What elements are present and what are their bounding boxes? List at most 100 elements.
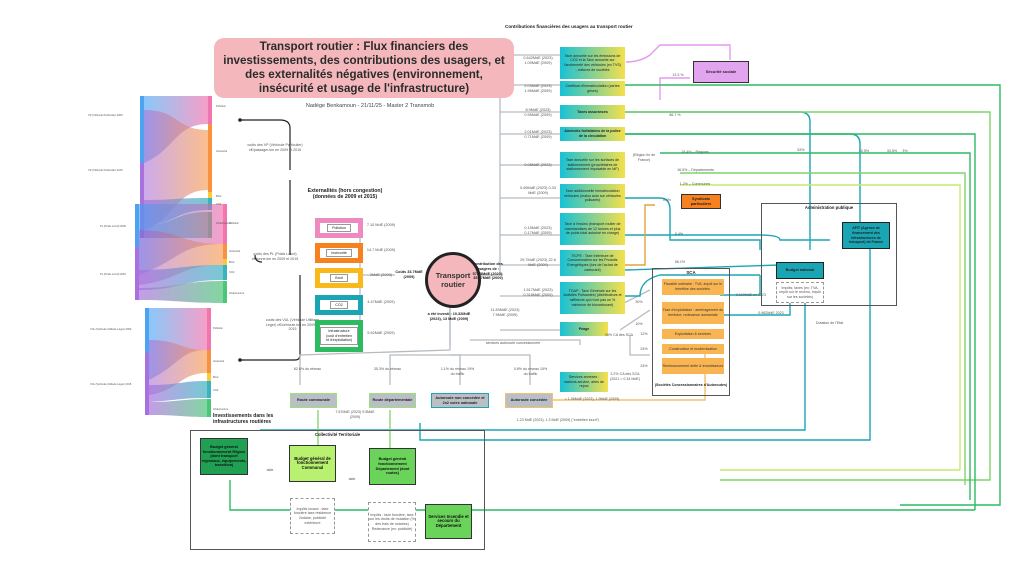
sca-container: SCA (Sociétés Concessionnaires d'Autorou… bbox=[652, 268, 730, 396]
pl-note: coûts des PL (Poids Lourd) c€/tonne.km e… bbox=[251, 252, 299, 261]
sankey-vul bbox=[145, 308, 211, 417]
budget-national[interactable]: Budget national bbox=[776, 262, 824, 279]
share-departements: 16.5% – Départements bbox=[677, 168, 714, 172]
collectivite-title: Collectivité Territoriale bbox=[314, 432, 361, 437]
contrib-peage[interactable]: Péage bbox=[560, 322, 608, 336]
sca-pct-construction: 24% bbox=[640, 347, 648, 351]
contrib-amount-immat: 2.03MdE (2023) 1.96MdE (2009) bbox=[524, 84, 552, 93]
sankey-vp-target-co2: CO2 bbox=[216, 203, 222, 206]
sdis[interactable]: Services Incendie et secours du Départem… bbox=[425, 504, 472, 539]
share-communes: 1.2% – Communes bbox=[679, 182, 711, 186]
dotation-etat: Dotation de l'Etat bbox=[815, 321, 844, 325]
sca-fiscalite[interactable]: Fiscalité ordinaire : TVA, impôt sur le … bbox=[662, 279, 724, 295]
contrib-amendes[interactable]: Amendes forfaitaires de la police de la … bbox=[560, 127, 625, 141]
budget-departement[interactable]: Budget général fonctionnement Départemen… bbox=[369, 448, 416, 485]
sankey-pl bbox=[135, 204, 227, 303]
share-335: 33.5% bbox=[886, 149, 898, 153]
contrib-taxe-co2[interactable]: Taxe annuelle sur les émissions de CO2 e… bbox=[560, 47, 625, 79]
infrastructure-value: 5.52MdE (2009) bbox=[367, 331, 395, 335]
vul-note: coûts des VUL (Véhicule Utilitaire Léger… bbox=[265, 318, 320, 332]
contrib-ticpe[interactable]: TICPE : Taxe Intérieure de Consommation … bbox=[560, 250, 625, 276]
invest-heading: Investissements dans les infrastructures… bbox=[213, 413, 274, 426]
afit-flow: 1.23 MdE (2023), 1.3 MdE (2009) ("entret… bbox=[516, 418, 600, 422]
share-communale: 62.6% du réseau bbox=[293, 367, 322, 371]
syndicats-particuliers[interactable]: Syndicats particuliers bbox=[681, 194, 721, 209]
admin-title: Administration publique bbox=[804, 205, 854, 210]
afit-france[interactable]: AFIT (Agence de financement des infrastr… bbox=[842, 222, 890, 249]
sankey-pl-target-insecurite: Insécurité bbox=[229, 250, 241, 253]
sankey-pl-target-bruit: Bruit bbox=[229, 261, 235, 264]
sankey-vul-source-2009: VUL (Véhicule Utilitaire Léger) 2009 bbox=[90, 328, 132, 331]
sca-construction[interactable]: Construction et modernisation bbox=[662, 344, 724, 354]
externality-co2[interactable]: CO2 bbox=[315, 295, 363, 315]
admin-taxes: Impôts, taxes (ex: TVA, impôt sur le rev… bbox=[776, 282, 824, 303]
contributions-heading: Contributions financières des usagers au… bbox=[505, 24, 633, 29]
securite-sociale[interactable]: Sécurité sociale bbox=[693, 61, 749, 83]
contrib-amount-co2: 0.642MdE (2023) 1.09MdE (2009) bbox=[523, 56, 553, 65]
sca-footer: (Sociétés Concessionnaires d'Autoroutes) bbox=[654, 383, 728, 387]
share-regions: 19.4% – Régions bbox=[681, 150, 709, 154]
sankey-pl-target-co2: CO2 bbox=[229, 271, 235, 274]
sankey-pl-target-infra: Infrastructure bbox=[229, 292, 245, 295]
page-title: Transport routier : Flux financiers des … bbox=[214, 38, 514, 98]
budget-communal[interactable]: Budget général de fonctionnement Communa… bbox=[289, 445, 336, 482]
impots-communaux: Impôts locaux : taxe foncière taxe résid… bbox=[290, 498, 335, 534]
services-autoroute-note: services autoroute concessionnée bbox=[485, 341, 541, 345]
impots-departement: Impôts : taxe foncière, taxe sur les dro… bbox=[368, 502, 416, 542]
sankey-vul-target-pollution: Pollution bbox=[213, 327, 223, 330]
services-annexes[interactable]: Services annexes : stations-service, air… bbox=[560, 372, 608, 392]
contrib-amount-malus: 0.69MdE (2023) 0.33 MdE (2009) bbox=[520, 186, 556, 195]
share-ticpe-budget: 56.1% bbox=[674, 260, 686, 264]
contrib-taxes-assurances[interactable]: Taxes assurances bbox=[560, 105, 625, 119]
contrib-amount-ticpe: 29.7MdE (2023) 22.6 MdE (2009) bbox=[520, 258, 556, 267]
contrib-amount-peage: 11.83MdE (2023) 7.5MdE (2009) bbox=[490, 308, 520, 317]
sca-to-budget-1: 0.110MdE en 2023 bbox=[735, 293, 767, 297]
route-communale[interactable]: Route communale bbox=[290, 393, 337, 408]
externality-pollution[interactable]: Pollution bbox=[315, 218, 363, 238]
idf-note: (Région Ile de France) bbox=[632, 153, 656, 162]
sca-title: SCA bbox=[686, 270, 696, 275]
externality-bruit[interactable]: Bruit bbox=[315, 268, 363, 288]
contrib-certificat-immat[interactable]: Certificat d'immatriculation (cartes gri… bbox=[560, 81, 625, 96]
sankey-vp-target-insecurite: Insécurité bbox=[216, 150, 228, 153]
sca-to-budget-2: 0.962MdE 2023 bbox=[758, 311, 784, 315]
externality-infrastructure[interactable]: Infrastructure (coût d'entretien et d'ex… bbox=[315, 320, 363, 352]
sankey-vul-source-2015: VUL (Véhicule Utilitaire Léger) 2015 bbox=[90, 383, 132, 386]
secu-share: 13.3 % bbox=[672, 73, 684, 77]
sca-exploitation-services[interactable]: Exploitation & services bbox=[662, 329, 724, 339]
sca-pct-services: 12% bbox=[640, 332, 648, 336]
sankey-vul-target-co2: CO2 bbox=[213, 389, 219, 392]
sankey-vp-source-2009: VP (Véhicule Particulier) 2009 bbox=[88, 114, 123, 117]
contrib-amount-essieu: 0.15MdE (2023) 0.17MdE (2009) bbox=[524, 226, 552, 235]
invested-total: a été investi : 10.32MdE (2023), 13 MdE … bbox=[427, 312, 471, 321]
externalities-heading: Externalités (hors congestion) (données … bbox=[307, 188, 383, 201]
externality-insecurite[interactable]: Insécurité bbox=[315, 243, 363, 263]
contribution-total: contribution des usagers de : 57.55MdE (… bbox=[472, 262, 504, 281]
author-line: Nadège Benkamoun - 21/11/25 - Master 2 T… bbox=[305, 103, 435, 109]
share-105: 10.5% bbox=[858, 149, 870, 153]
sankey-vul-target-insecurite: Insécurité bbox=[213, 360, 225, 363]
budget-region[interactable]: Budget général fonctionnement Région (do… bbox=[200, 438, 248, 475]
sankey-pl-source-2009: PL (Poids Lourd) 2009 bbox=[100, 225, 126, 228]
contrib-taxe-malus[interactable]: Taxe additionnelle immatriculation véhic… bbox=[560, 184, 625, 208]
sankey-vul-target-bruit: Bruit bbox=[213, 376, 219, 379]
share-53: 53% bbox=[797, 148, 805, 152]
sca-taxe-exploitation[interactable]: Taxe d'exploitation : aménagement du ter… bbox=[662, 302, 724, 324]
admin-container: Administration publique bbox=[761, 203, 897, 306]
sca-remboursement[interactable]: Remboursement dette & investisseurs bbox=[662, 358, 724, 374]
co2-value: 4.47MdE (2009) bbox=[367, 300, 395, 304]
transport-routier-node[interactable]: Transport routier bbox=[425, 252, 481, 308]
aide-region-communal: aide bbox=[266, 468, 274, 472]
autoroute-non-concedee[interactable]: Autoroute non concédée et 2x2 voies nati… bbox=[431, 393, 489, 408]
contrib-taxe-stationnement[interactable]: Taxe annuelle sur les surfaces de statio… bbox=[560, 152, 625, 178]
contrib-taxe-essieu[interactable]: Taxe à l'essieu (transport routier de ma… bbox=[560, 213, 625, 245]
bruit-value: 2MdE (2009) bbox=[370, 273, 392, 277]
contrib-tgap[interactable]: TGAP : Taxe Générale sur les Activités P… bbox=[560, 282, 625, 314]
route-departementale[interactable]: Route départementale bbox=[369, 393, 416, 408]
sankey-vul-target-infra: Infrastructure bbox=[213, 408, 229, 411]
services-annexes-share: 3.2% CA des SCA (2021 = 0.34 MdE) bbox=[610, 372, 640, 381]
invest-amount: 7.57MdE (2023) 9.5MdE (2009) bbox=[335, 410, 375, 419]
aide-departement-communal: aide bbox=[348, 477, 356, 481]
autoroute-concedee[interactable]: Autoroute concédée bbox=[505, 393, 553, 408]
